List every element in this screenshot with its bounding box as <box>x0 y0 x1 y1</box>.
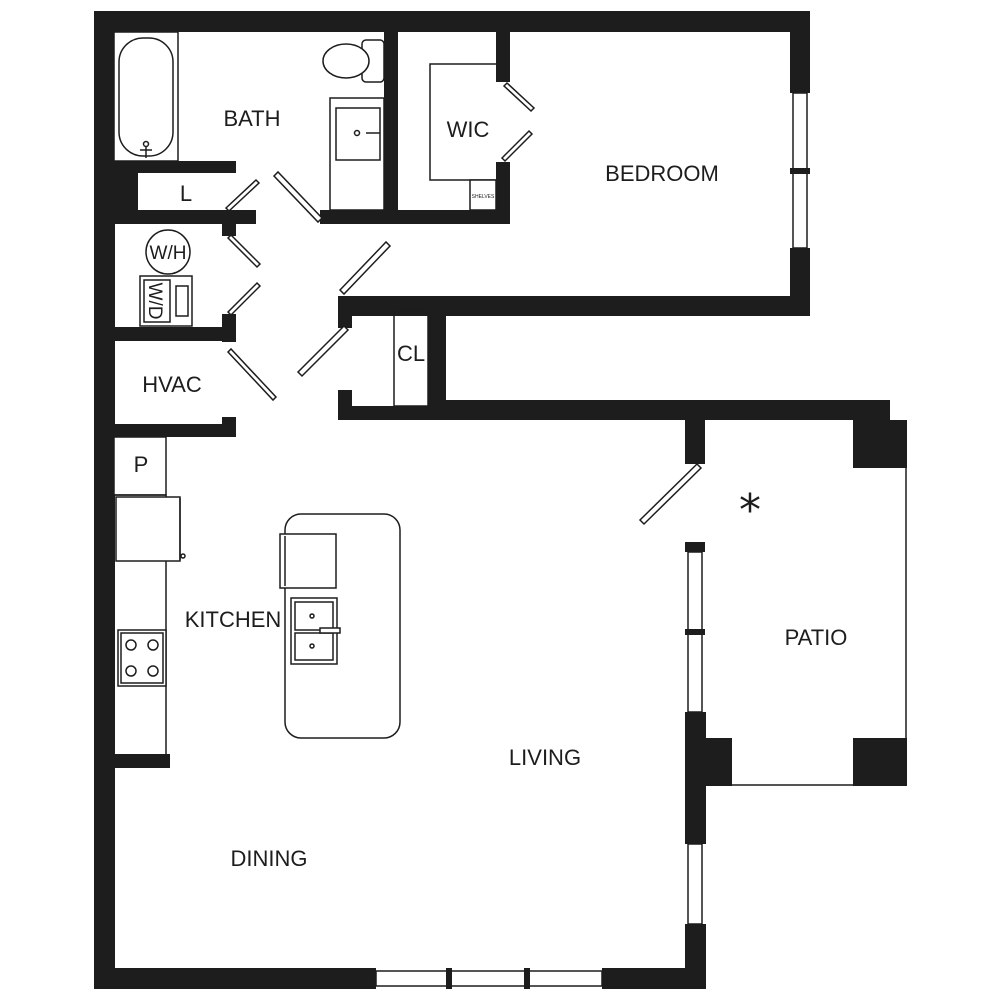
kitchen-island <box>279 513 401 739</box>
label-pantry: P <box>134 452 149 477</box>
room-labels: BATH WIC BEDROOM L W/H W/D CL HVAC P KIT… <box>134 106 848 871</box>
washer-dryer-icon <box>139 275 193 327</box>
doors <box>224 81 703 526</box>
label-patio: PATIO <box>785 625 848 650</box>
label-living: LIVING <box>509 745 581 770</box>
bath-sink-icon <box>329 97 385 211</box>
label-washer-dryer: W/D <box>144 283 165 320</box>
patio-asterisk-marker: * <box>739 485 761 536</box>
label-wic: WIC <box>447 117 490 142</box>
kitchen-counters <box>113 436 186 754</box>
fixtures <box>113 31 497 754</box>
exterior-walls <box>94 11 907 989</box>
wic-shelves <box>429 63 497 211</box>
windows <box>375 92 907 989</box>
label-shelves: SHELVES <box>472 194 495 200</box>
toilet-icon <box>322 39 385 83</box>
label-closet: CL <box>397 341 425 366</box>
interior-walls <box>114 11 510 768</box>
label-dining: DINING <box>231 846 308 871</box>
label-water-heater: W/H <box>150 243 187 264</box>
label-hvac: HVAC <box>142 372 202 397</box>
water-heater-icon <box>145 229 191 275</box>
label-bath: BATH <box>223 106 280 131</box>
range-icon <box>117 629 167 687</box>
bathtub-icon <box>113 31 179 162</box>
label-kitchen: KITCHEN <box>185 607 282 632</box>
label-linen: L <box>180 181 192 206</box>
label-bedroom: BEDROOM <box>605 161 719 186</box>
